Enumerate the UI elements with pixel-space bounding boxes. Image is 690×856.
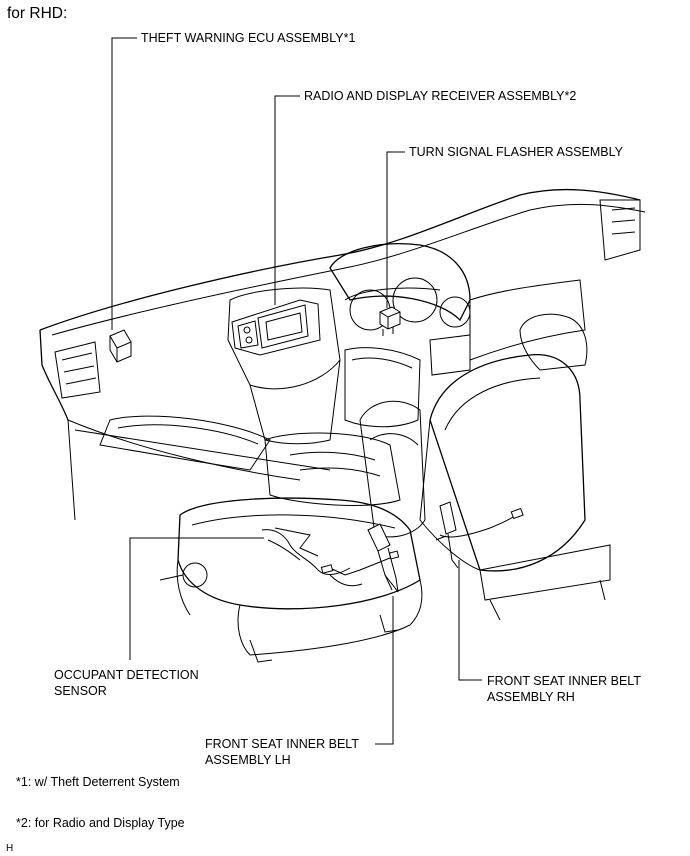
front-seat-inner-belt-lh-part bbox=[367, 523, 399, 593]
callout-lines bbox=[111, 37, 482, 745]
callout-belt-lh bbox=[375, 596, 394, 745]
dashboard bbox=[39, 188, 646, 521]
label-belt-lh-line2: ASSEMBLY LH bbox=[205, 753, 291, 767]
label-belt-rh-line1: FRONT SEAT INNER BELT bbox=[487, 674, 641, 688]
callout-theft-ecu bbox=[111, 37, 137, 330]
label-occupant-detection-line2: SENSOR bbox=[54, 684, 107, 698]
callout-radio bbox=[274, 95, 300, 305]
label-turn-signal-flasher: TURN SIGNAL FLASHER ASSEMBLY bbox=[409, 145, 623, 159]
front-seat-inner-belt-rh-part bbox=[435, 501, 524, 569]
seat-left bbox=[159, 400, 426, 663]
page-title: for RHD: bbox=[7, 5, 68, 22]
label-radio-display-receiver: RADIO AND DISPLAY RECEIVER ASSEMBLY*2 bbox=[304, 89, 577, 103]
callout-occupant-sensor bbox=[129, 537, 264, 660]
callout-flasher bbox=[386, 151, 405, 308]
label-theft-warning-ecu: THEFT WARNING ECU ASSEMBLY*1 bbox=[141, 31, 356, 45]
seat-right bbox=[419, 313, 611, 621]
occupant-detection-sensor-part bbox=[261, 527, 400, 587]
footnote-2: *2: for Radio and Display Type bbox=[16, 816, 185, 830]
corner-mark: H bbox=[6, 843, 14, 854]
callout-belt-rh bbox=[458, 560, 482, 681]
footnote-1: *1: w/ Theft Deterrent System bbox=[16, 775, 180, 789]
radio-display-receiver-part bbox=[231, 299, 321, 356]
label-belt-rh-line2: ASSEMBLY RH bbox=[487, 690, 575, 704]
label-belt-lh-line1: FRONT SEAT INNER BELT bbox=[205, 737, 359, 751]
theft-warning-ecu-part bbox=[109, 329, 132, 363]
label-occupant-detection-line1: OCCUPANT DETECTION bbox=[54, 668, 199, 682]
turn-signal-flasher-part bbox=[379, 306, 401, 336]
